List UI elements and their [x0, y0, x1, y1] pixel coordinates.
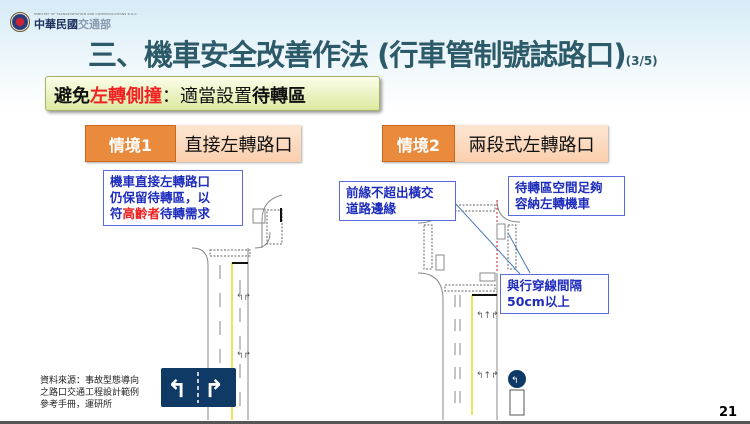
callout-text: 符 — [110, 206, 123, 221]
ministry-zh-b: 交通部 — [78, 18, 111, 31]
scenario2-callout-gap: 與行穿線間隔 50cm以上 — [500, 274, 609, 314]
title-text: 三、機車安全改善作法 (行車管制號誌路口) — [88, 38, 627, 72]
callout-line: 仍保留待轉區，以 — [110, 190, 211, 205]
callout-line: 道路邊緣 — [346, 201, 397, 216]
svg-text:↰: ↰ — [167, 375, 187, 403]
callout-highlight: 高齡者 — [122, 206, 161, 221]
callout-line: 符高齡者待轉需求 — [110, 206, 236, 222]
ministry-name-zh: 中華民國交通部 — [34, 16, 138, 32]
seal-icon — [10, 12, 30, 32]
subtitle-part3: ：適當設置 — [162, 86, 252, 107]
callout-line: 前緣不超出橫交 — [346, 185, 434, 200]
subtitle-part1: 避免 — [54, 86, 90, 107]
callout-line: 與行穿線間隔 — [507, 278, 583, 293]
intersection-diagram-2: ↰↑↱ ↰↑↱ — [417, 199, 531, 420]
scenario2-header: 情境2 兩段式左轉路口 — [382, 125, 608, 162]
title-page-fraction: (3/5) — [625, 54, 658, 68]
ministry-zh-a: 中華民國 — [34, 18, 78, 31]
svg-text:↰↑↱: ↰↑↱ — [476, 371, 499, 381]
scenario2-tag: 情境2 — [382, 125, 455, 162]
source-note: 資料來源：事故型態導向 之路口交通工程設計範例 參考手冊，運研所 — [40, 375, 139, 411]
bottom-divider — [0, 421, 750, 424]
callout-line: 待轉區空間足夠 — [515, 180, 603, 195]
lane-direction-sign: ↰ ↱ — [161, 368, 236, 407]
scenario2-label: 兩段式左轉路口 — [455, 125, 608, 162]
page-title: 三、機車安全改善作法 (行車管制號誌路口)(3/5) — [88, 32, 658, 74]
callout-line: 機車直接左轉路口 — [110, 174, 211, 189]
scenario1-label: 直接左轉路口 — [176, 125, 301, 162]
scenario1-header: 情境1 直接左轉路口 — [85, 125, 301, 162]
svg-text:↰↱: ↰↱ — [236, 351, 251, 361]
scenario1-callout: 機車直接左轉路口 仍保留待轉區，以 符高齡者待轉需求 — [103, 170, 243, 226]
two-stage-turn-sign: ↰ — [508, 370, 526, 416]
source-line: 資料來源：事故型態導向 — [40, 376, 140, 386]
scenario2-callout-waiting-area: 待轉區空間足夠 容納左轉機車 — [508, 176, 625, 216]
svg-text:↰↱: ↰↱ — [236, 293, 251, 303]
callout-line: 50cm以上 — [507, 294, 570, 309]
svg-text:↰↑↱: ↰↑↱ — [476, 311, 499, 321]
svg-text:↰: ↰ — [511, 376, 519, 386]
page-number: 21 — [719, 405, 738, 420]
callout-text: 待轉需求 — [160, 206, 211, 221]
scenario1-tag: 情境1 — [85, 125, 176, 162]
subtitle-part4: 待轉區 — [252, 86, 306, 107]
source-line: 之路口交通工程設計範例 — [40, 388, 140, 398]
source-line: 參考手冊，運研所 — [40, 400, 113, 410]
scenario2-callout-front-edge: 前緣不超出橫交 道路邊緣 — [339, 181, 456, 221]
callout-line: 容納左轉機車 — [515, 196, 591, 211]
ministry-logo: MINISTRY OF TRANSPORTATION AND COMMUNICA… — [10, 12, 138, 32]
subtitle-highlight: 左轉側撞 — [90, 86, 162, 107]
subtitle-box: 避免左轉側撞：適當設置待轉區 — [45, 76, 380, 111]
ministry-name-en: MINISTRY OF TRANSPORTATION AND COMMUNICA… — [34, 12, 138, 16]
svg-text:↱: ↱ — [204, 375, 224, 403]
